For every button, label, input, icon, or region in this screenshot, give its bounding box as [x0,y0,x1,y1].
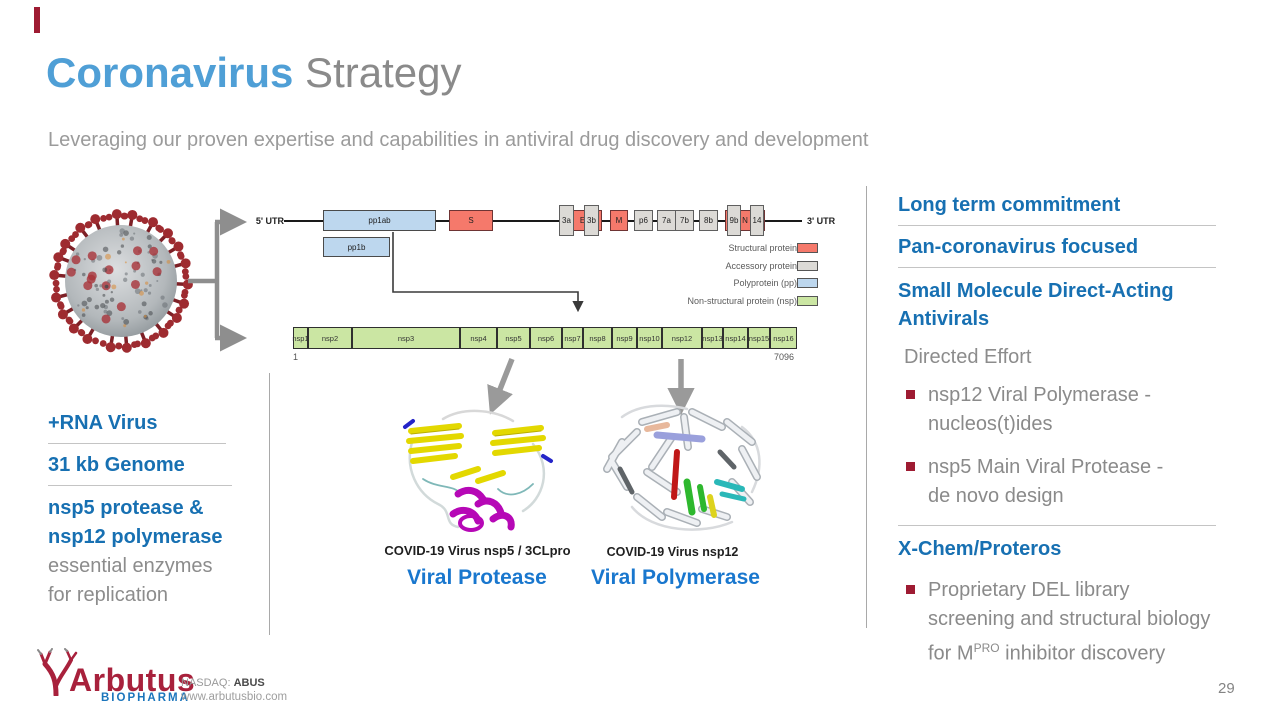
heading-small-molecule: Small Molecule Direct-Acting Antivirals [898,280,1174,330]
website-url: www.arbutusbio.com [181,691,288,703]
accent-bar [34,7,40,33]
fact-rna-virus: +RNA Virus [48,412,158,434]
gene-box-nsp12: nsp12 [662,327,702,349]
gene-box-m: M [610,210,628,231]
fact-enzymes-note: essential enzymes for replication [48,555,213,606]
gene-box-nsp5: nsp5 [497,327,530,349]
xchem-bullets: Proprietary DEL library screening and st… [898,576,1216,669]
legend-row: Accessory protein [641,260,823,272]
legend-swatch [797,295,818,306]
legend-label: Structural protein [728,243,797,253]
gene-box-s: S [449,210,493,231]
fact-enzymes: nsp5 protease & nsp12 polymerase [48,497,223,548]
gene-box-14: 14 [750,205,764,236]
viral-polymerase-label: Viral Polymerase [591,566,760,589]
gene-box-nsp10: nsp10 [637,327,662,349]
gene-box-nsp14: nsp14 [723,327,748,349]
gene-box-pp1ab: pp1ab [323,210,436,231]
gene-box-8b: 8b [699,210,718,231]
utr5-label: 5' UTR [255,216,284,226]
genome-backbone-line [284,220,802,222]
legend-label: Polyprotein (pp) [733,278,797,288]
gene-box-nsp16: nsp16 [770,327,797,349]
page-subtitle: Leveraging our proven expertise and capa… [48,129,869,151]
gene-box-nsp8: nsp8 [583,327,612,349]
gene-box-7a: 7a [657,210,676,231]
legend-row: Non-structural protein (nsp) [641,295,823,307]
page-title-highlight: Coronavirus [46,49,294,96]
mpro-superscript: PRO [973,641,1000,655]
gene-box-nsp3: nsp3 [352,327,460,349]
genome-position-end: 7096 [774,352,795,362]
legend-label: Accessory protein [725,260,797,271]
ticker-symbol: ABUS [233,677,265,689]
arbutus-tree-icon [37,648,78,696]
directed-effort-bullets: nsp12 Viral Polymerase - nucleos(t)ides … [898,381,1216,511]
genome-position-start: 1 [293,352,299,362]
coronavirus-image [49,209,193,353]
connector-arrows [188,208,695,416]
gene-box-p6: p6 [634,210,653,231]
biopharma-logo-text: BIOPHARMA [101,692,190,704]
legend-row: Polyprotein (pp) [641,277,823,289]
bullet-nsp5: nsp5 Main Viral Protease - de novo desig… [906,453,1216,511]
bullet-nsp12: nsp12 Viral Polymerase - nucleos(t)ides [906,381,1216,439]
protease-structure-image [403,409,553,532]
gene-box-nsp9: nsp9 [612,327,637,349]
gene-box-nsp13: nsp13 [702,327,723,349]
legend-swatch [797,260,818,271]
virus-facts-panel: +RNA Virus 31 kb Genome nsp5 protease & … [48,410,270,610]
polymerase-structure-image [603,404,761,531]
gene-box-9b: 9b [727,205,741,236]
arbutus-logo-text: Arbutus [69,662,196,698]
polymerase-caption: COVID-19 Virus nsp12 [606,545,739,559]
nasdaq-ticker-line: NASDAQ: ABUS [181,677,265,689]
divider [48,443,226,444]
vertical-divider-right [866,186,867,628]
legend-swatch [797,243,818,253]
gene-box-nsp15: nsp15 [748,327,770,349]
utr3-label: 3' UTR [807,216,836,226]
viral-protease-label: Viral Protease [407,566,547,589]
page-title: Coronavirus Strategy [46,48,461,98]
page-title-rest: Strategy [293,49,462,96]
gene-box-nsp7: nsp7 [562,327,583,349]
gene-box-nsp1: nsp1 [292,327,309,349]
gene-box-pp1b: pp1b [323,237,390,257]
gene-box-3a: 3a [559,205,574,236]
heading-long-term: Long term commitment [898,193,1216,226]
vertical-divider-left [269,373,270,635]
subheading-directed-effort: Directed Effort [904,346,1032,368]
bullet-del-library: Proprietary DEL library screening and st… [906,576,1216,669]
fact-genome-size: 31 kb Genome [48,454,185,476]
gene-box-3b: 3b [584,205,599,236]
page-number: 29 [1218,680,1235,697]
gene-box-7b: 7b [675,210,694,231]
legend-swatch [797,278,818,288]
divider [48,485,232,486]
legend-row: Structural protein [641,242,823,254]
gene-box-nsp4: nsp4 [460,327,497,349]
gene-box-nsp6: nsp6 [530,327,562,349]
protease-caption: COVID-19 Virus nsp5 / 3CLpro [384,543,571,558]
strategy-panel: Long term commitment Pan-coronavirus foc… [898,193,1216,683]
heading-pan-coronavirus: Pan-coronavirus focused [898,235,1216,268]
gene-box-nsp2: nsp2 [308,327,352,349]
heading-xchem-proteros: X-Chem/Proteros [898,525,1216,563]
legend-label: Non-structural protein (nsp) [687,295,797,306]
